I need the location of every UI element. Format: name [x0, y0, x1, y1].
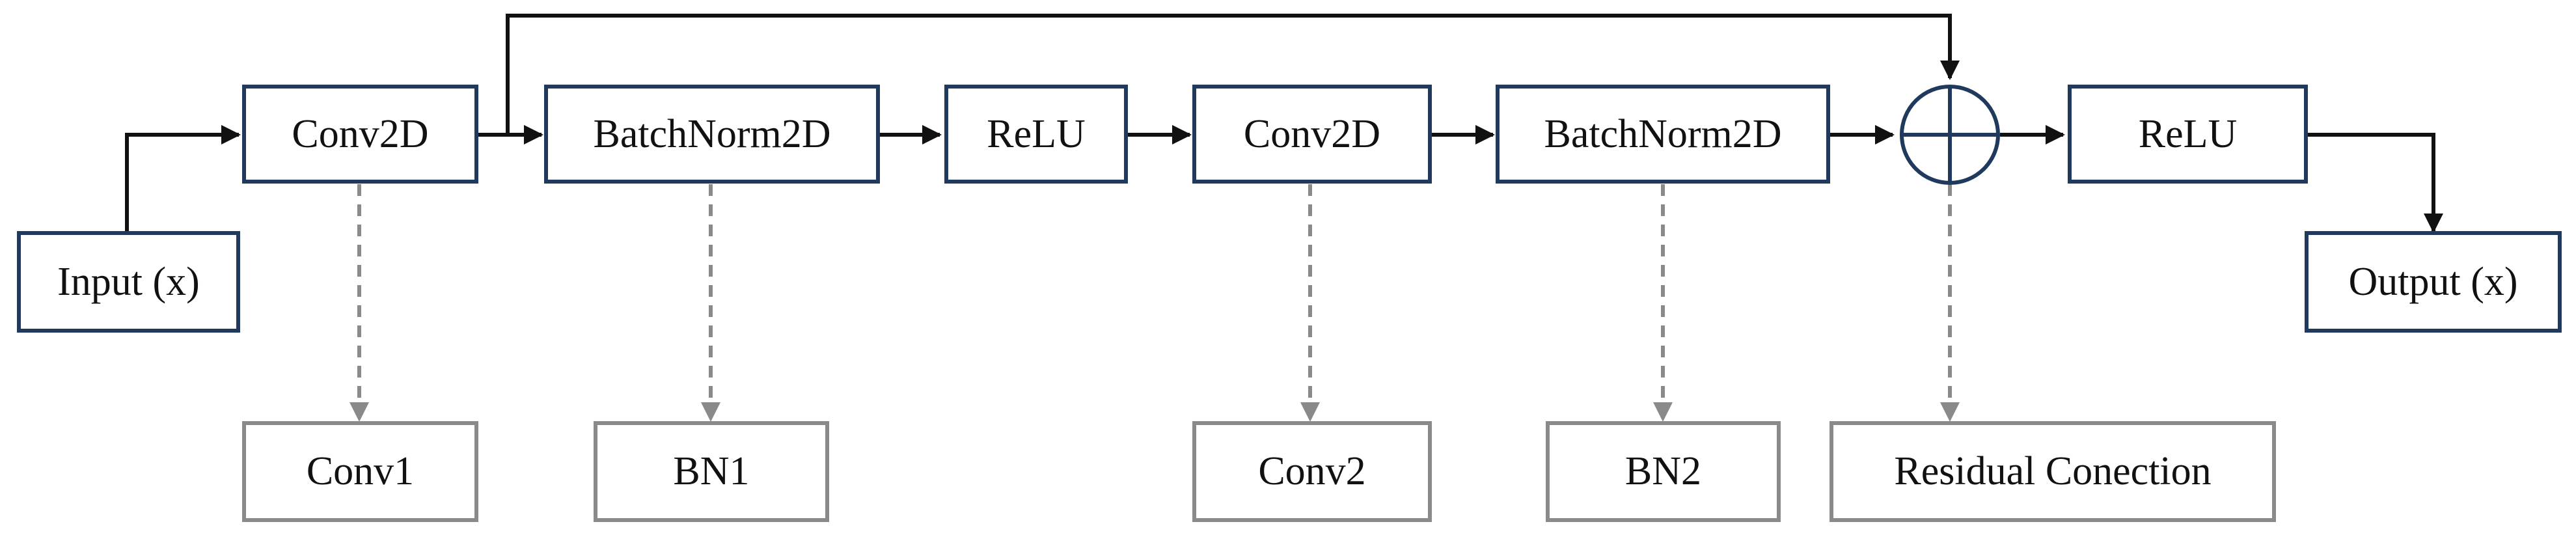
- input-node: Input (x): [17, 231, 240, 333]
- relu-2-node: ReLU: [2068, 85, 2308, 184]
- sum-node: [1900, 85, 2000, 185]
- arrow-relu-2-to-output: [2307, 133, 2443, 233]
- annotation-arrows: [349, 184, 1960, 422]
- batchnorm-1-node: BatchNorm2D: [544, 85, 880, 184]
- label-bn2: BN2: [1546, 421, 1781, 522]
- conv2d-2-node: Conv2D: [1192, 85, 1432, 184]
- conv2d-1-node: Conv2D: [242, 85, 478, 184]
- batchnorm-2-node: BatchNorm2D: [1496, 85, 1830, 184]
- output-node: Output (x): [2305, 231, 2562, 333]
- label-conv1: Conv1: [242, 421, 478, 522]
- main-flow-arrows: [125, 14, 2443, 233]
- skip-connection-arrow: [506, 14, 1960, 135]
- arrow-input-to-conv2d-1: [125, 125, 241, 231]
- label-bn1: BN1: [594, 421, 829, 522]
- label-conv2: Conv2: [1192, 421, 1432, 522]
- relu-1-node: ReLU: [944, 85, 1128, 184]
- label-residual-connection: Residual Conection: [1829, 421, 2276, 522]
